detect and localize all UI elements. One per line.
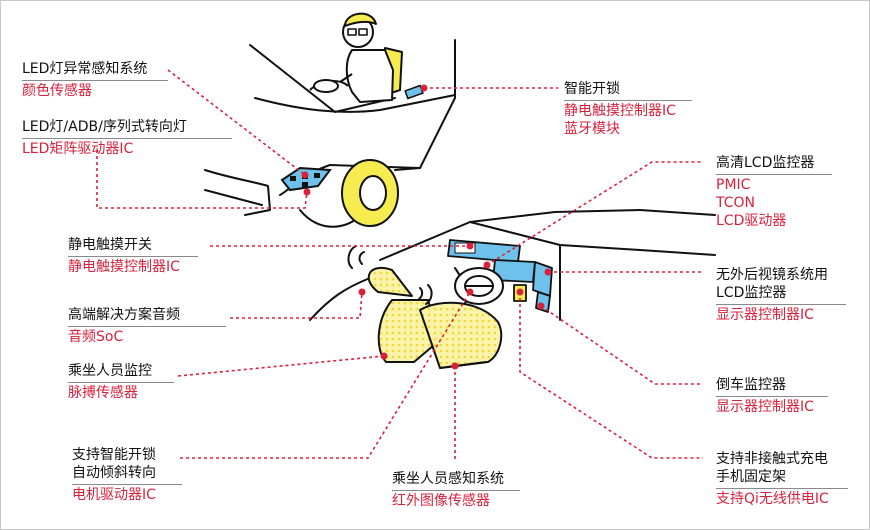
label-sub: LED矩阵驱动器IC (22, 141, 134, 157)
label-title: 倒车监控器 (716, 377, 786, 393)
label-title: 静电触摸开关 (68, 237, 152, 253)
label-title: 高端解决方案音频 (68, 307, 180, 323)
label-title: 乘坐人员感知系统 (392, 471, 504, 487)
signal-arcs-icon (347, 245, 433, 305)
label-sub: 静电触摸控制器IC (564, 103, 676, 119)
leader-lines (96, 69, 703, 462)
label-title: 智能开锁 (564, 81, 620, 97)
label-led-adb: LED灯/ADB/序列式转向灯 LED矩阵驱动器IC (22, 118, 232, 158)
label-title: LED灯/ADB/序列式转向灯 (22, 119, 187, 135)
label-reverse: 倒车监控器 显示器控制器IC (716, 376, 828, 416)
wheel-icon (341, 159, 399, 227)
label-title: 支持非接触式充电 (716, 451, 828, 467)
car-exterior-drawing (204, 39, 456, 228)
label-title: 乘坐人员监控 (68, 363, 152, 379)
label-sub: 脉搏传感器 (68, 385, 138, 401)
label-sub: LCD驱动器 (716, 213, 787, 229)
label-smart-unlock: 智能开锁 静电触摸控制器IC 蓝牙模块 (564, 80, 692, 138)
label-sub: PMIC (716, 177, 751, 193)
label-mirrorless: 无外后视镜系统用 LCD监控器 显示器控制器IC (716, 266, 846, 324)
dashboard-screen-icon (447, 239, 553, 313)
label-sub: 电机驱动器IC (72, 487, 156, 503)
label-sub: 支持Qi无线供电IC (716, 491, 829, 507)
component-markers (301, 84, 552, 370)
steering-wheel-icon (454, 267, 504, 305)
label-audio: 高端解决方案音频 音频SoC (68, 306, 226, 346)
label-title: 无外后视镜系统用 (716, 267, 828, 283)
label-title: LED灯异常感知系统 (22, 61, 148, 77)
label-sub: TCON (716, 195, 755, 211)
label-occupant-sensing: 乘坐人员感知系统 红外图像传感器 (392, 470, 520, 510)
car-interior-drawing (309, 209, 716, 321)
label-sub: 音频SoC (68, 329, 124, 345)
label-smart-tilt: 支持智能开锁 自动倾斜转向 电机驱动器IC (72, 446, 182, 504)
label-title: 自动倾斜转向 (72, 465, 156, 481)
driver-figure-icon (309, 12, 403, 103)
seat-icon (367, 266, 503, 369)
label-sub: 显示器控制器IC (716, 307, 814, 323)
label-hd-lcd: 高清LCD监控器 PMIC TCON LCD驱动器 (716, 154, 832, 230)
label-led-abnormal: LED灯异常感知系统 颜色传感器 (22, 60, 168, 100)
label-occupant-monitor: 乘坐人员监控 脉搏传感器 (68, 362, 174, 402)
label-sub: 蓝牙模块 (564, 121, 620, 137)
label-sub: 颜色传感器 (22, 83, 92, 99)
label-title: LCD监控器 (716, 285, 787, 301)
headlight-icon (280, 166, 332, 192)
label-wireless-charge: 支持非接触式充电 手机固定架 支持Qi无线供电IC (716, 450, 848, 508)
door-handle-icon (404, 84, 424, 100)
label-title: 高清LCD监控器 (716, 155, 815, 171)
label-sub: 红外图像传感器 (392, 493, 490, 509)
label-touch-switch: 静电触摸开关 静电触摸控制器IC (68, 236, 198, 276)
label-title: 支持智能开锁 (72, 447, 156, 463)
label-sub: 静电触摸控制器IC (68, 259, 180, 275)
label-title: 手机固定架 (716, 469, 786, 485)
label-sub: 显示器控制器IC (716, 399, 814, 415)
